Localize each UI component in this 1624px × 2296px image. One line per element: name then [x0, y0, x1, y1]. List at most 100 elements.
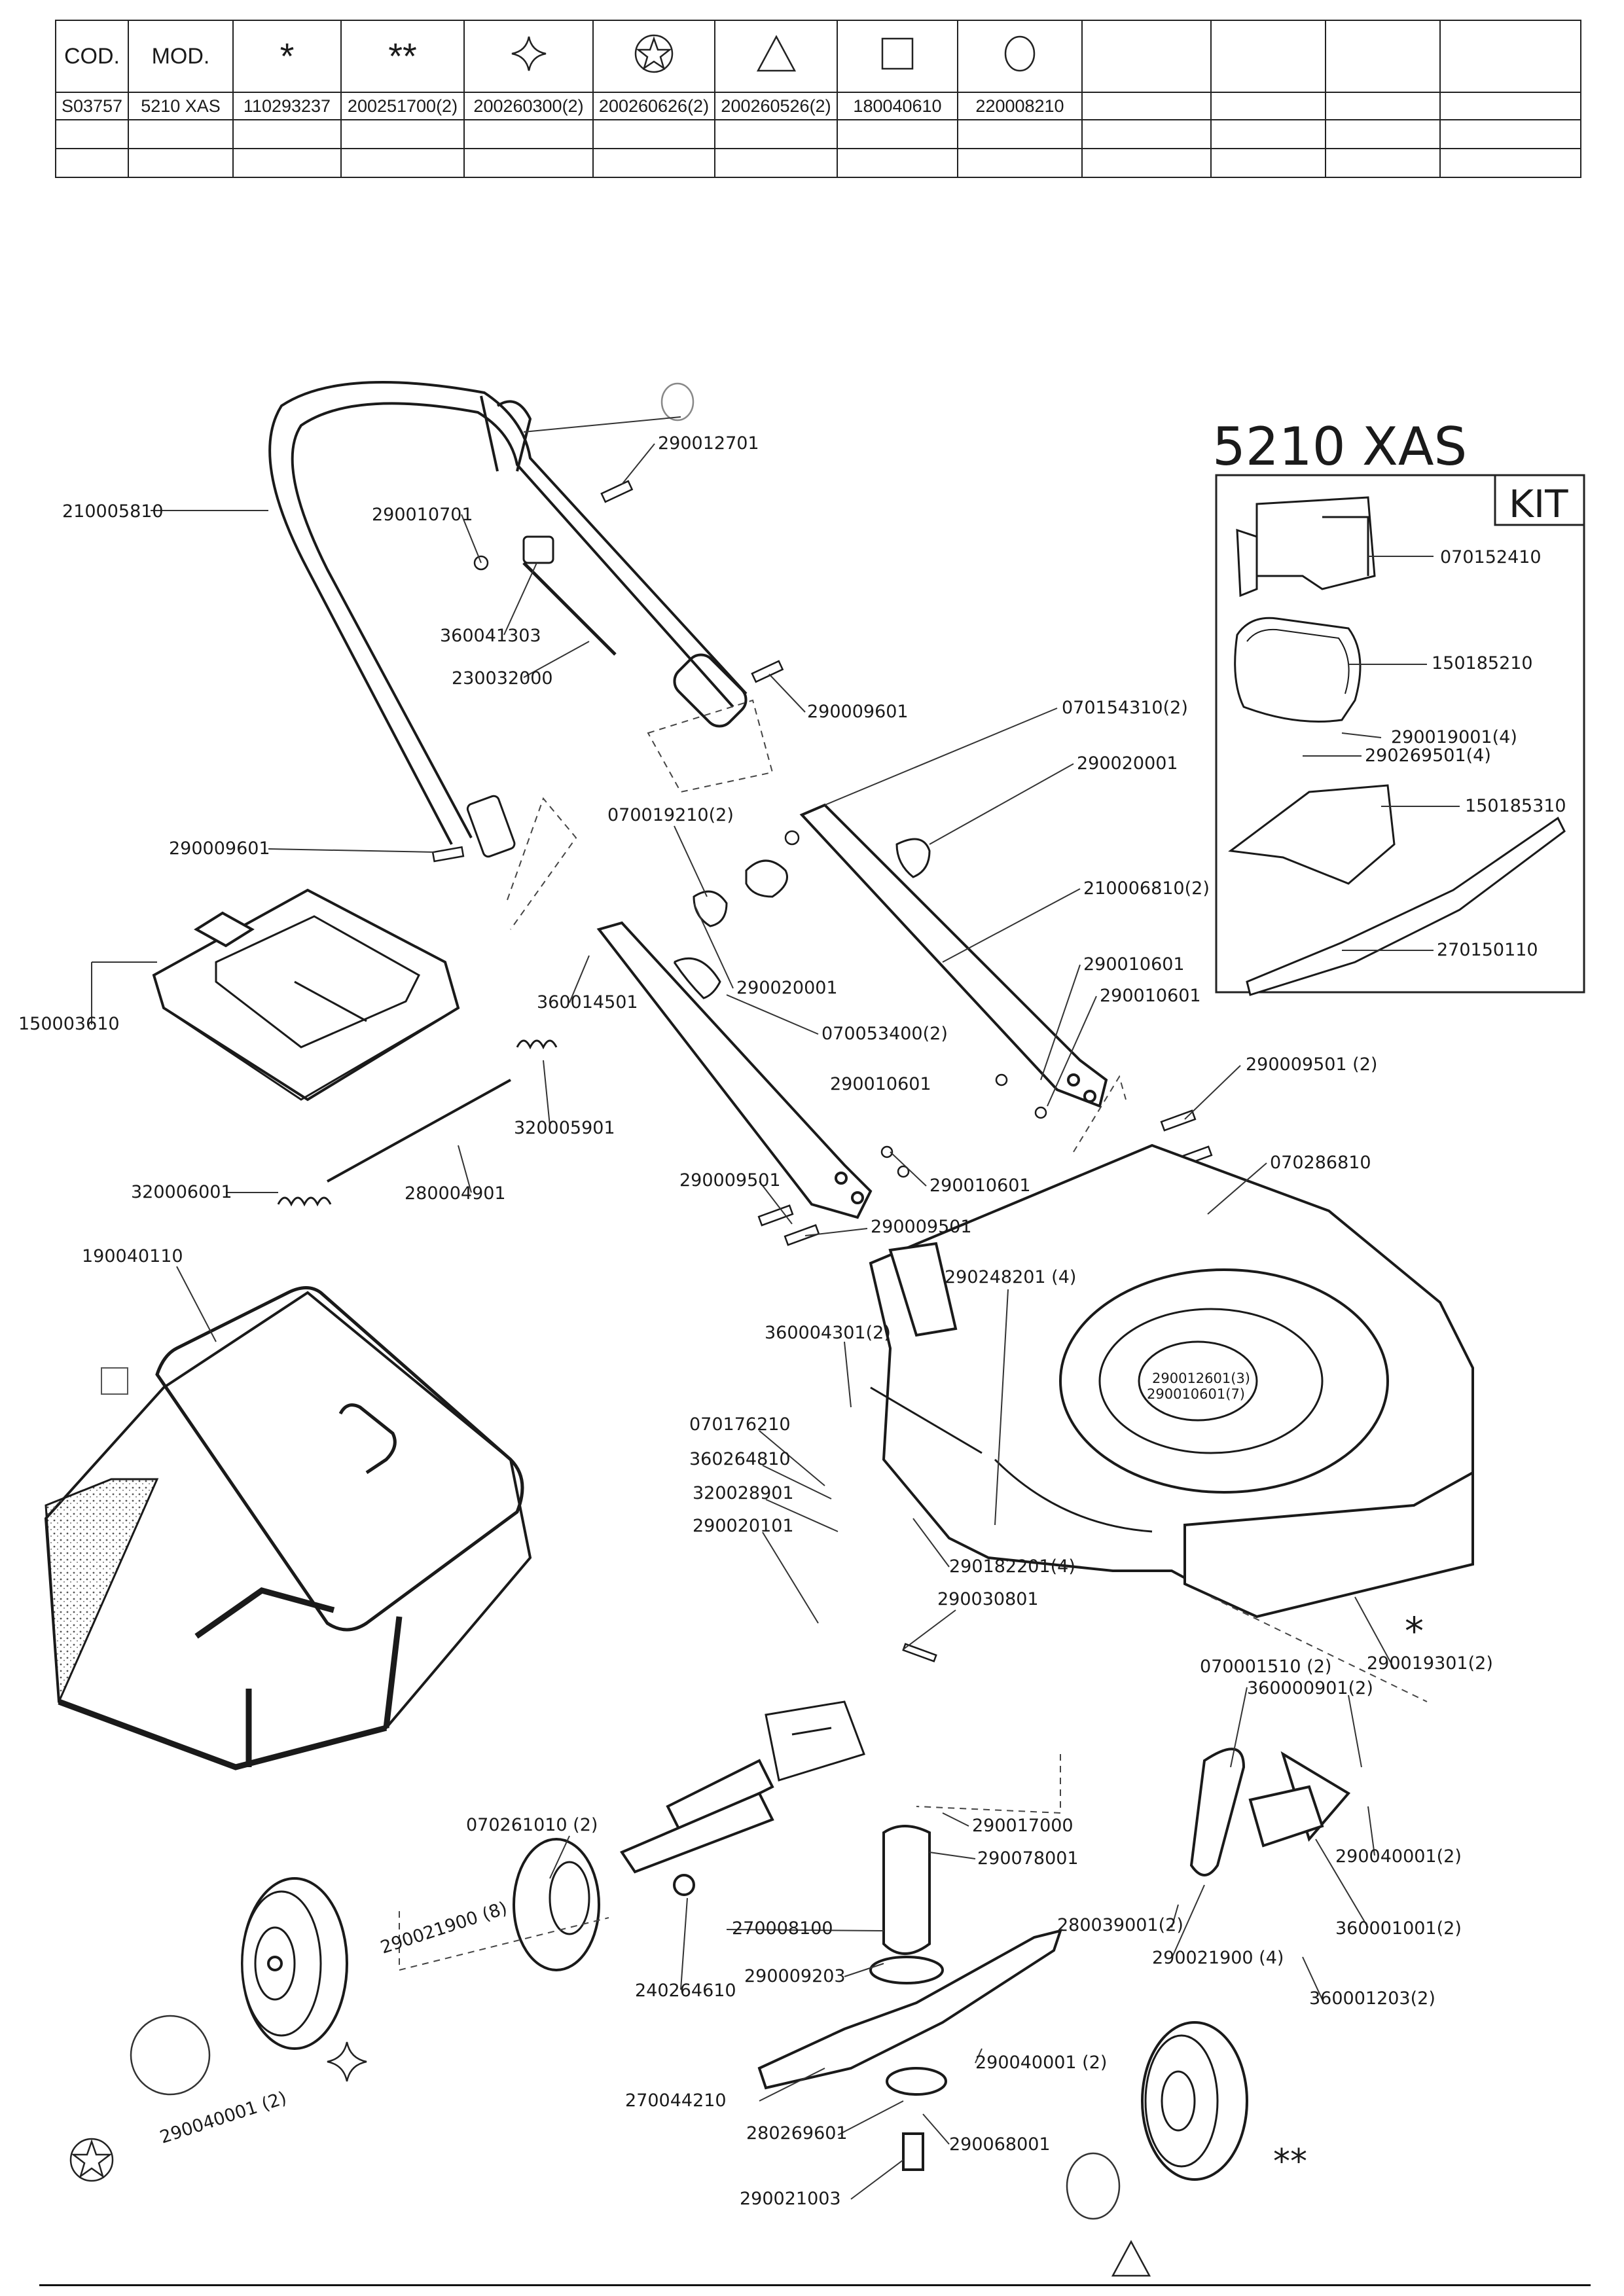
kit-part-label: 070152410: [1440, 547, 1542, 567]
part-label: 290010601: [929, 1175, 1031, 1196]
table-cell: [837, 148, 958, 178]
part-label: 290020001: [1077, 753, 1178, 774]
part-label: 360014501: [537, 992, 638, 1013]
callout-leader-lines: [91, 416, 1460, 2200]
part-label: 290040001 (2): [975, 2053, 1107, 2073]
hubcap: [1066, 2152, 1121, 2220]
col-header-double-asterisk: **: [340, 20, 465, 93]
leader-line: [1040, 964, 1081, 1081]
table-row: [55, 119, 1581, 149]
hubcap: [130, 2015, 211, 2096]
leader-line: [726, 994, 819, 1035]
part-label: 290010601: [830, 1074, 931, 1094]
screw-icons: [431, 480, 1215, 1662]
kit-part-label: 150185210: [1432, 653, 1533, 673]
table-row: S03757 5210 XAS 110293237 200251700(2) 2…: [55, 92, 1581, 120]
part-label: 290009501 (2): [1246, 1054, 1377, 1075]
part-label: 290021900 (4): [1152, 1948, 1284, 1968]
star-in-circle-icon: [634, 34, 674, 73]
leader-line: [461, 514, 482, 564]
rear-wheel: [241, 1877, 348, 2050]
kit-part-label: 290269501(4): [1365, 745, 1491, 766]
leader-line: [543, 1060, 550, 1126]
part-label: 190040110: [82, 1246, 183, 1266]
table-row: [55, 148, 1581, 178]
leader-line: [1171, 1904, 1179, 1928]
part-label: 290010601: [1100, 986, 1201, 1006]
leader-line: [268, 848, 436, 853]
leader-line: [942, 1812, 969, 1827]
triangle-icon: [1111, 2240, 1151, 2277]
table-cell: [128, 148, 234, 178]
part-label: 290040001(2): [1335, 1846, 1462, 1867]
part-label: 290009601: [169, 838, 270, 859]
triangle-icon: [756, 34, 796, 71]
leader-line: [458, 1145, 472, 1193]
mower-blade: [757, 1929, 1063, 2090]
col-header-empty-1: [1081, 20, 1212, 93]
table-cell: [592, 119, 715, 149]
upper-handle: [268, 381, 748, 845]
part-label: 290068001: [949, 2134, 1051, 2155]
leader-line: [1302, 1956, 1323, 2000]
grass-bag-frame: [155, 1286, 524, 1632]
leader-line: [765, 1499, 839, 1532]
leader-line: [824, 708, 1058, 806]
leader-line: [975, 2048, 983, 2064]
col-header-asterisk: *: [232, 20, 342, 93]
part-label: 360004301(2): [765, 1323, 891, 1343]
leader-line: [759, 1181, 793, 1225]
leader-line: [1047, 996, 1097, 1107]
part-label: 360001203(2): [1309, 1988, 1435, 2009]
parts-code-table: COD. MOD. * ** S03757 5210 XAS 110293237…: [55, 20, 1581, 178]
part-label: 290010601(7): [1147, 1386, 1245, 1402]
leader-line: [1184, 1065, 1241, 1120]
height-adjuster-block: [765, 1700, 865, 1782]
leader-line: [523, 641, 590, 678]
part-label: 290030801: [937, 1589, 1039, 1609]
star-in-circle-icon: [69, 2138, 114, 2182]
part-label: 290020101: [693, 1516, 794, 1536]
leader-line: [503, 562, 537, 636]
leader-line: [942, 888, 1081, 963]
part-label: 230032000: [452, 668, 553, 689]
table-cell: [714, 119, 838, 149]
part-label: 280269601: [746, 2123, 848, 2144]
table-cell: 5210 XAS: [128, 92, 234, 120]
part-label: 290019301(2): [1367, 1653, 1493, 1674]
leader-line: [994, 1289, 1009, 1526]
leader-line: [1315, 1839, 1369, 1928]
leader-line: [549, 1835, 570, 1879]
leader-line: [1230, 1687, 1248, 1768]
leader-line: [912, 1518, 950, 1568]
grass-bag: [44, 1291, 532, 1770]
leader-line: [844, 1963, 884, 1977]
circle-icon: [1004, 35, 1036, 71]
part-label: 320006001: [131, 1182, 232, 1202]
leader-line: [768, 673, 806, 713]
part-label: 270008100: [732, 1918, 833, 1939]
handle-knob-icons: [673, 838, 931, 999]
table-cell: [128, 119, 234, 149]
col-header-star-circle: [592, 20, 715, 93]
leader-line: [929, 1852, 976, 1859]
leader-line: [759, 1430, 825, 1486]
table-cell: [55, 119, 129, 149]
dashed-guides: [399, 699, 1428, 1971]
table-cell: [1081, 119, 1212, 149]
part-label: 290012601(3): [1152, 1371, 1250, 1386]
leader-line: [1354, 1596, 1395, 1670]
table-cell: [463, 119, 594, 149]
col-header-triangle: [714, 20, 838, 93]
leader-line: [621, 443, 655, 485]
part-label: 320005901: [514, 1118, 615, 1138]
table-cell: 200251700(2): [340, 92, 465, 120]
table-cell: 200260300(2): [463, 92, 594, 120]
part-label: 280039001(2): [1057, 1915, 1183, 1935]
part-label: 210005810: [62, 501, 164, 522]
hinge-rod-and-springs: [277, 1039, 558, 1207]
part-label: 360041303: [440, 626, 541, 646]
leader-line: [1367, 1806, 1375, 1856]
col-header-empty-4: [1439, 20, 1581, 93]
